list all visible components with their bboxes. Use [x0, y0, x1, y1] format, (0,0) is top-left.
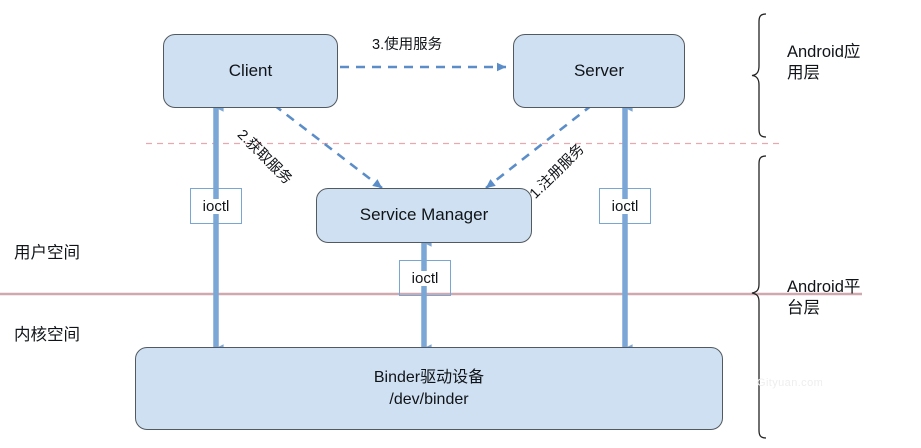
layer-braces [751, 13, 767, 439]
watermark: Gityuan.com [757, 377, 823, 389]
android-platform-layer-brace [751, 155, 767, 439]
watermark-text: Gityuan.com [757, 377, 824, 389]
node-service-manager[interactable]: Service Manager [316, 188, 532, 243]
ioctl-box-client-label: ioctl [201, 197, 231, 215]
brace-label-android-platform-layer-line2: 台层 [787, 299, 820, 318]
node-binder-driver-label-line2: /dev/binder [389, 390, 469, 408]
space-label-user-space-text: 用户空间 [14, 244, 80, 262]
android-app-layer-brace [751, 13, 767, 138]
brace-label-android-app-layer-line2: 用层 [787, 64, 820, 83]
space-label-kernel-space-text: 内核空间 [14, 326, 80, 344]
ioctl-box-server: ioctl [599, 188, 651, 224]
space-label-user-space: 用户空间 [14, 239, 80, 263]
node-binder-driver[interactable]: Binder驱动设备 /dev/binder [135, 347, 723, 430]
acquire-service-arrow [273, 103, 383, 190]
node-server-label: Server [573, 60, 625, 80]
edge-label-use-service: 3.使用服务 [372, 33, 442, 54]
brace-label-android-platform-layer-line1: Android平 [787, 278, 861, 296]
logical-call-arrows [273, 62, 593, 190]
ioctl-box-server-label: ioctl [610, 197, 640, 215]
brace-label-android-app-layer-line1: Android应 [787, 43, 861, 61]
node-server[interactable]: Server [513, 34, 685, 108]
edge-label-use-service-text: 3.使用服务 [372, 37, 443, 53]
node-service-manager-label: Service Manager [359, 205, 489, 225]
ioctl-box-service-manager-label: ioctl [410, 269, 440, 287]
brace-label-android-platform-layer: Android平 台层 [787, 277, 897, 320]
node-binder-driver-label-line1: Binder驱动设备 [373, 368, 485, 386]
ioctl-box-client: ioctl [190, 188, 242, 224]
node-client[interactable]: Client [163, 34, 338, 108]
space-label-kernel-space: 内核空间 [14, 321, 80, 345]
register-service-arrow [485, 103, 593, 190]
node-client-label: Client [228, 60, 273, 80]
ioctl-box-service-manager: ioctl [399, 260, 451, 296]
brace-label-android-app-layer: Android应 用层 [787, 42, 897, 85]
